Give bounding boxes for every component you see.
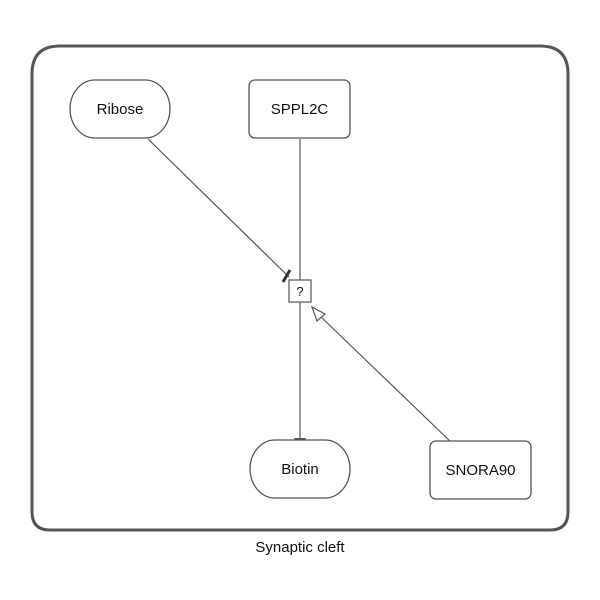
node-sppl2c[interactable]: SPPL2C [248,79,351,139]
stimulation-arrow-icon [310,305,327,323]
biotin-label: Biotin [281,461,319,478]
process-box [288,279,312,303]
node-snora90[interactable]: SNORA90 [429,440,532,500]
process-node[interactable]: ? [288,279,312,303]
edge-ribose-inhibition [147,138,290,278]
snora90-shape [429,440,532,500]
edges [147,138,453,450]
sppl2c-shape [248,79,351,139]
inhibition-bar-icon [281,269,292,283]
node-biotin[interactable]: Biotin [249,439,351,499]
compartment-label: Synaptic cleft [255,539,345,556]
ribose-shape [69,79,171,139]
process-label: ? [296,284,303,299]
node-ribose[interactable]: Ribose [69,79,171,139]
biotin-shape [249,439,351,499]
compartment-border [30,44,570,532]
edge-snora90-stimulation [319,315,453,444]
snora90-label: SNORA90 [445,462,515,479]
ribose-label: Ribose [97,101,144,118]
sppl2c-label: SPPL2C [271,101,329,118]
compartment-synaptic-cleft: Synaptic cleft [30,44,570,556]
